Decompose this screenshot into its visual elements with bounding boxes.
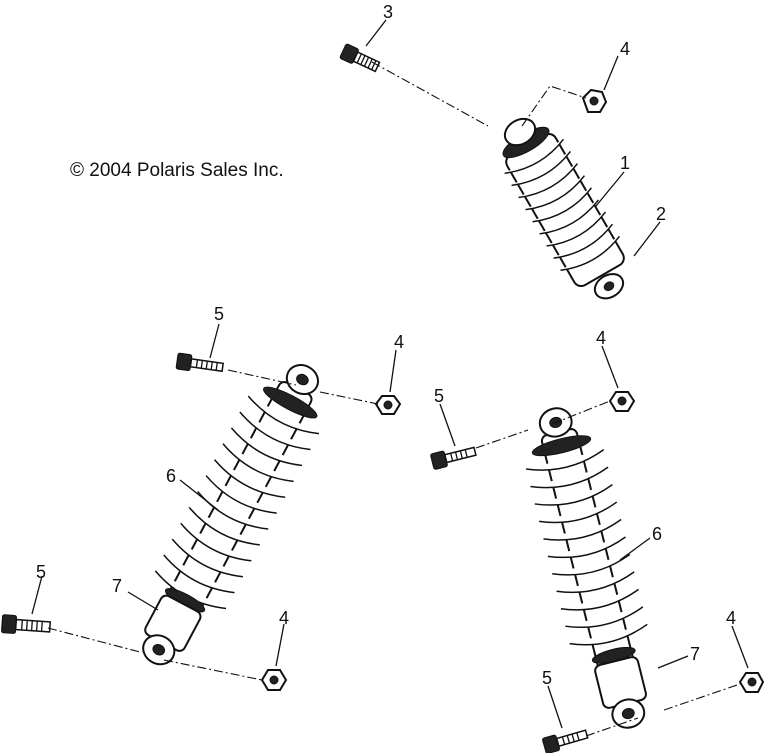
callout-7-right: 7 <box>690 644 700 664</box>
bolt-3 <box>339 43 381 73</box>
callout-1: 1 <box>620 153 630 173</box>
left-shock-assembly <box>142 364 320 666</box>
callout-6-right: 6 <box>652 524 662 544</box>
bolt-5-left-bottom <box>1 614 52 634</box>
nut-4-top <box>581 88 608 113</box>
callout-5-left-top: 5 <box>214 304 224 324</box>
callout-5-right-top: 5 <box>434 386 444 406</box>
copyright-notice: © 2004 Polaris Sales Inc. <box>70 160 284 181</box>
callout-4-left-top: 4 <box>394 332 404 352</box>
callout-4-right-top: 4 <box>596 328 606 348</box>
nut-4-left-top <box>374 395 402 415</box>
bolt-5-right-top <box>430 446 477 470</box>
right-shock-assembly <box>525 407 648 729</box>
callout-2: 2 <box>656 204 666 224</box>
nut-4-right-top <box>608 391 636 412</box>
callout-7-left: 7 <box>112 576 122 596</box>
callout-4-top: 4 <box>620 39 630 59</box>
assembly-lines <box>47 61 741 737</box>
callout-4-right-bottom: 4 <box>726 608 736 628</box>
nut-4-right-bottom <box>738 672 765 693</box>
callout-6-left: 6 <box>166 466 176 486</box>
callout-3: 3 <box>383 2 393 22</box>
callout-4-left-bottom: 4 <box>279 608 289 628</box>
bolt-5-right-bottom <box>542 729 589 753</box>
callout-5-right-bottom: 5 <box>542 668 552 688</box>
bolt-5-left-top <box>175 352 225 373</box>
callout-labels: 1 2 3 4 5 4 6 5 7 4 5 4 6 4 7 5 <box>36 2 736 688</box>
rear-shock-assembly <box>502 117 625 300</box>
leader-lines <box>31 19 749 729</box>
nut-4-left-bottom <box>260 669 288 691</box>
callout-5-left-bottom: 5 <box>36 562 46 582</box>
